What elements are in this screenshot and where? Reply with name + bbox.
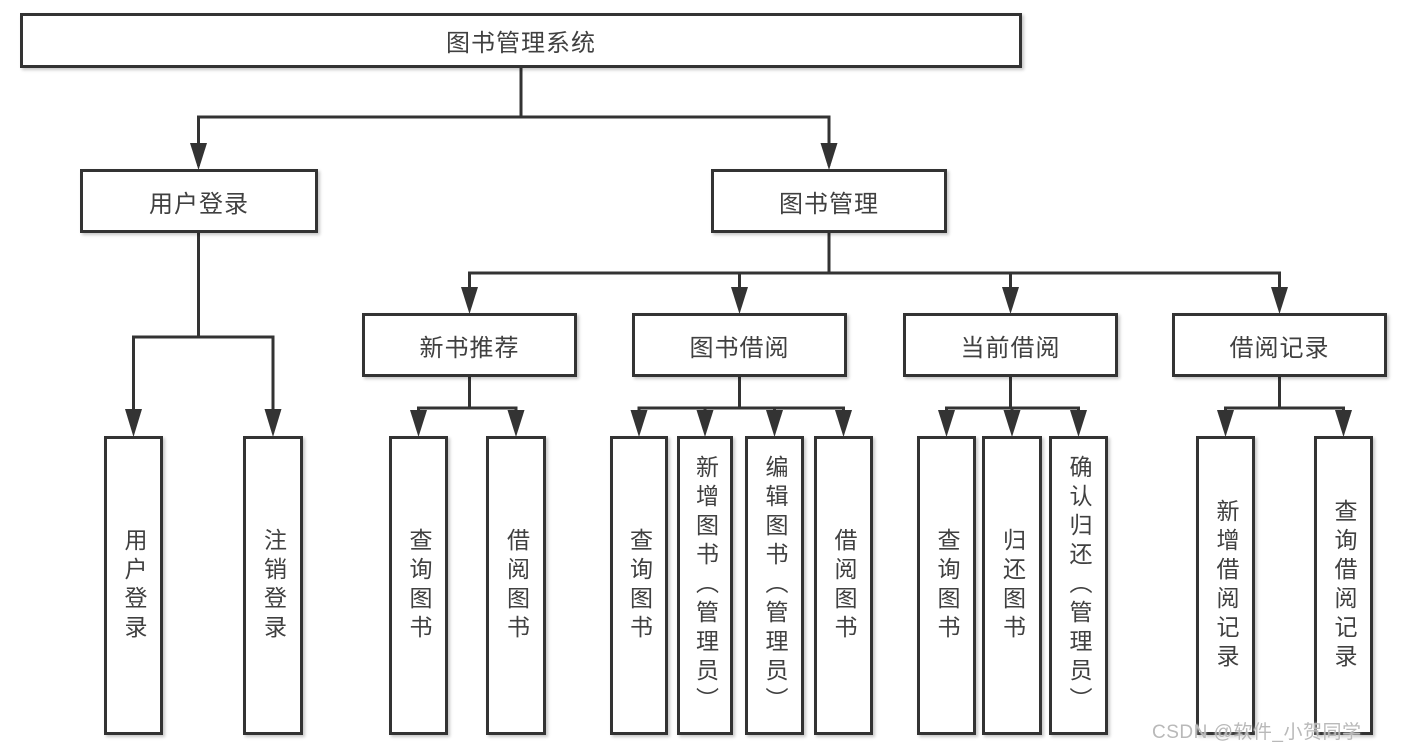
node-label: 借阅图书 <box>503 527 530 644</box>
leaf-query-books-recommend: 查询图书 <box>389 436 448 735</box>
node-label: 编辑图书（管理员） <box>762 455 788 716</box>
node-new-book-recommendation: 新书推荐 <box>362 313 577 377</box>
leaf-logout: 注销登录 <box>243 436 303 735</box>
node-label: 查询图书 <box>626 527 653 644</box>
node-label: 查询图书 <box>406 527 432 644</box>
leaf-borrow-books-recommend: 借阅图书 <box>486 436 546 735</box>
leaf-query-borrow-record: 查询借阅记录 <box>1314 436 1373 735</box>
node-label: 当前借阅 <box>960 334 1061 362</box>
leaf-query-books-current: 查询图书 <box>917 436 976 735</box>
node-label: 归还图书 <box>999 527 1026 644</box>
leaf-borrow-books-borrow: 借阅图书 <box>814 436 873 735</box>
leaf-confirm-return-admin: 确认归还（管理员） <box>1049 436 1108 735</box>
node-label: 用户登录 <box>121 527 147 644</box>
watermark: CSDN @软件_小贺同学 <box>1152 722 1362 743</box>
node-library-management-system: 图书管理系统 <box>20 13 1022 68</box>
node-user-login: 用户登录 <box>80 169 318 233</box>
node-borrowing-records: 借阅记录 <box>1172 313 1387 377</box>
node-book-management: 图书管理 <box>711 169 947 233</box>
node-label: 查询图书 <box>934 527 960 644</box>
leaf-user-login: 用户登录 <box>104 436 163 735</box>
node-label: 新书推荐 <box>419 334 520 362</box>
node-label: 用户登录 <box>149 190 249 218</box>
node-book-borrowing: 图书借阅 <box>632 313 847 377</box>
leaf-return-book: 归还图书 <box>982 436 1042 735</box>
node-label: 图书管理 <box>779 190 879 218</box>
node-label: 图书管理系统 <box>446 30 596 57</box>
node-label: 新增图书（管理员） <box>692 455 719 716</box>
node-current-borrowing: 当前借阅 <box>903 313 1118 377</box>
leaf-query-books-borrow: 查询图书 <box>610 436 668 735</box>
node-label: 确认归还（管理员） <box>1066 455 1092 716</box>
leaf-edit-book-admin: 编辑图书（管理员） <box>745 436 804 735</box>
node-label: 借阅记录 <box>1229 334 1330 362</box>
node-label: 图书借阅 <box>689 334 790 362</box>
leaf-add-borrow-record: 新增借阅记录 <box>1196 436 1255 735</box>
leaf-add-book-admin: 新增图书（管理员） <box>677 436 733 735</box>
node-label: 注销登录 <box>260 527 287 644</box>
node-label: 查询借阅记录 <box>1331 498 1357 673</box>
node-label: 借阅图书 <box>831 527 857 644</box>
node-label: 新增借阅记录 <box>1213 498 1239 673</box>
